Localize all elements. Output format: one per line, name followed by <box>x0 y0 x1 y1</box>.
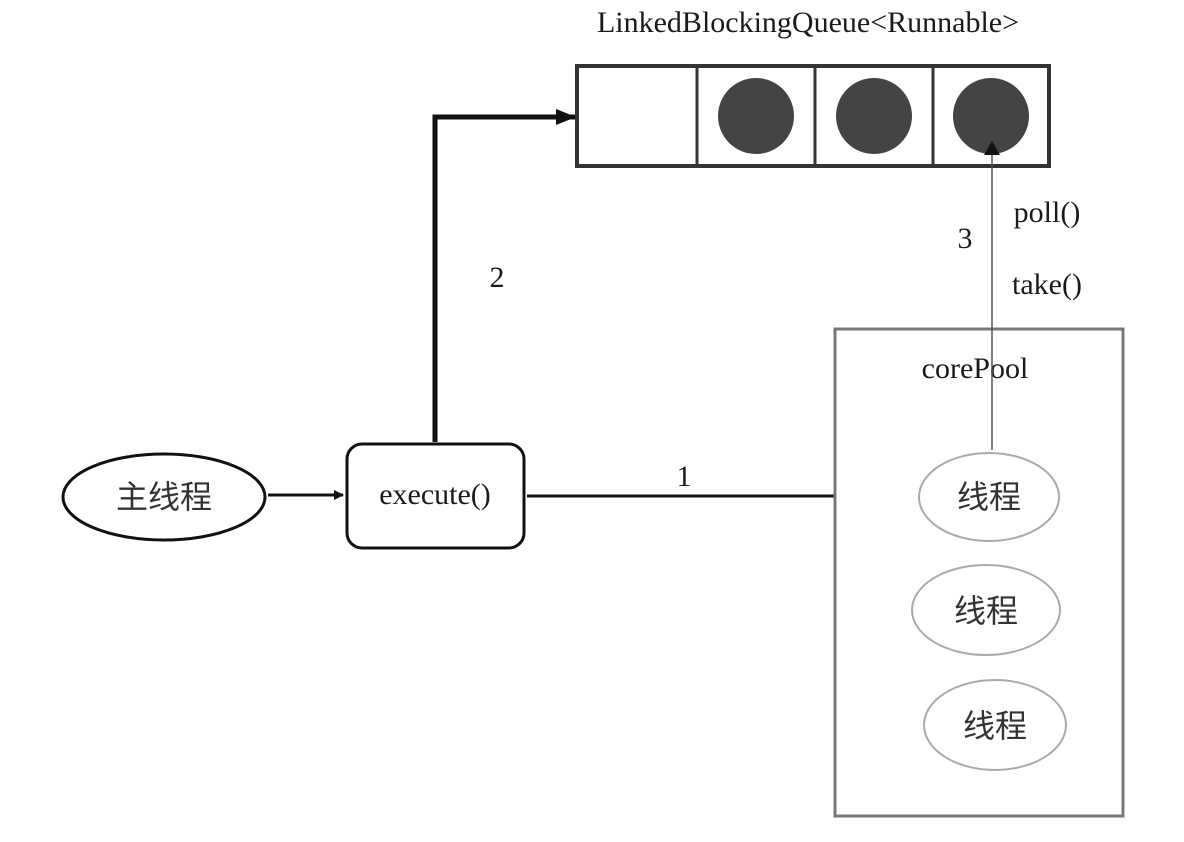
pool-thread: 线程 <box>923 679 1067 771</box>
execute-box <box>345 442 526 550</box>
pool-thread: 线程 <box>911 564 1061 656</box>
queued-task-icon <box>718 78 794 154</box>
execute-label: execute() <box>379 478 491 511</box>
queue-title: LinkedBlockingQueue<Runnable> <box>597 6 1019 39</box>
queue <box>575 64 1051 168</box>
queued-task-icon <box>953 78 1029 154</box>
main-thread-ellipse <box>61 452 267 542</box>
queued-task-icon <box>836 78 912 154</box>
core-pool-title: corePool <box>922 352 1029 385</box>
arrow-step2-line <box>432 109 576 442</box>
thread-ellipse <box>923 679 1067 771</box>
execute-node: execute() <box>345 442 526 550</box>
queue-slots <box>718 78 1029 154</box>
main-thread-label: 主线程 <box>116 478 212 516</box>
poll-label: poll() <box>1014 196 1081 229</box>
pool-thread: 线程 <box>918 452 1060 542</box>
arrow-execute-to-queue <box>432 109 576 442</box>
step2-label: 2 <box>490 261 505 294</box>
take-label: take() <box>1012 268 1082 301</box>
thread-label: 线程 <box>963 707 1027 745</box>
step1-label: 1 <box>677 460 692 493</box>
thread-label: 线程 <box>957 478 1021 516</box>
thread-label: 线程 <box>954 592 1018 630</box>
thread-ellipse <box>911 564 1061 656</box>
main-thread-node: 主线程 <box>61 452 267 542</box>
step3-label: 3 <box>958 222 973 255</box>
thread-ellipse <box>918 452 1060 542</box>
